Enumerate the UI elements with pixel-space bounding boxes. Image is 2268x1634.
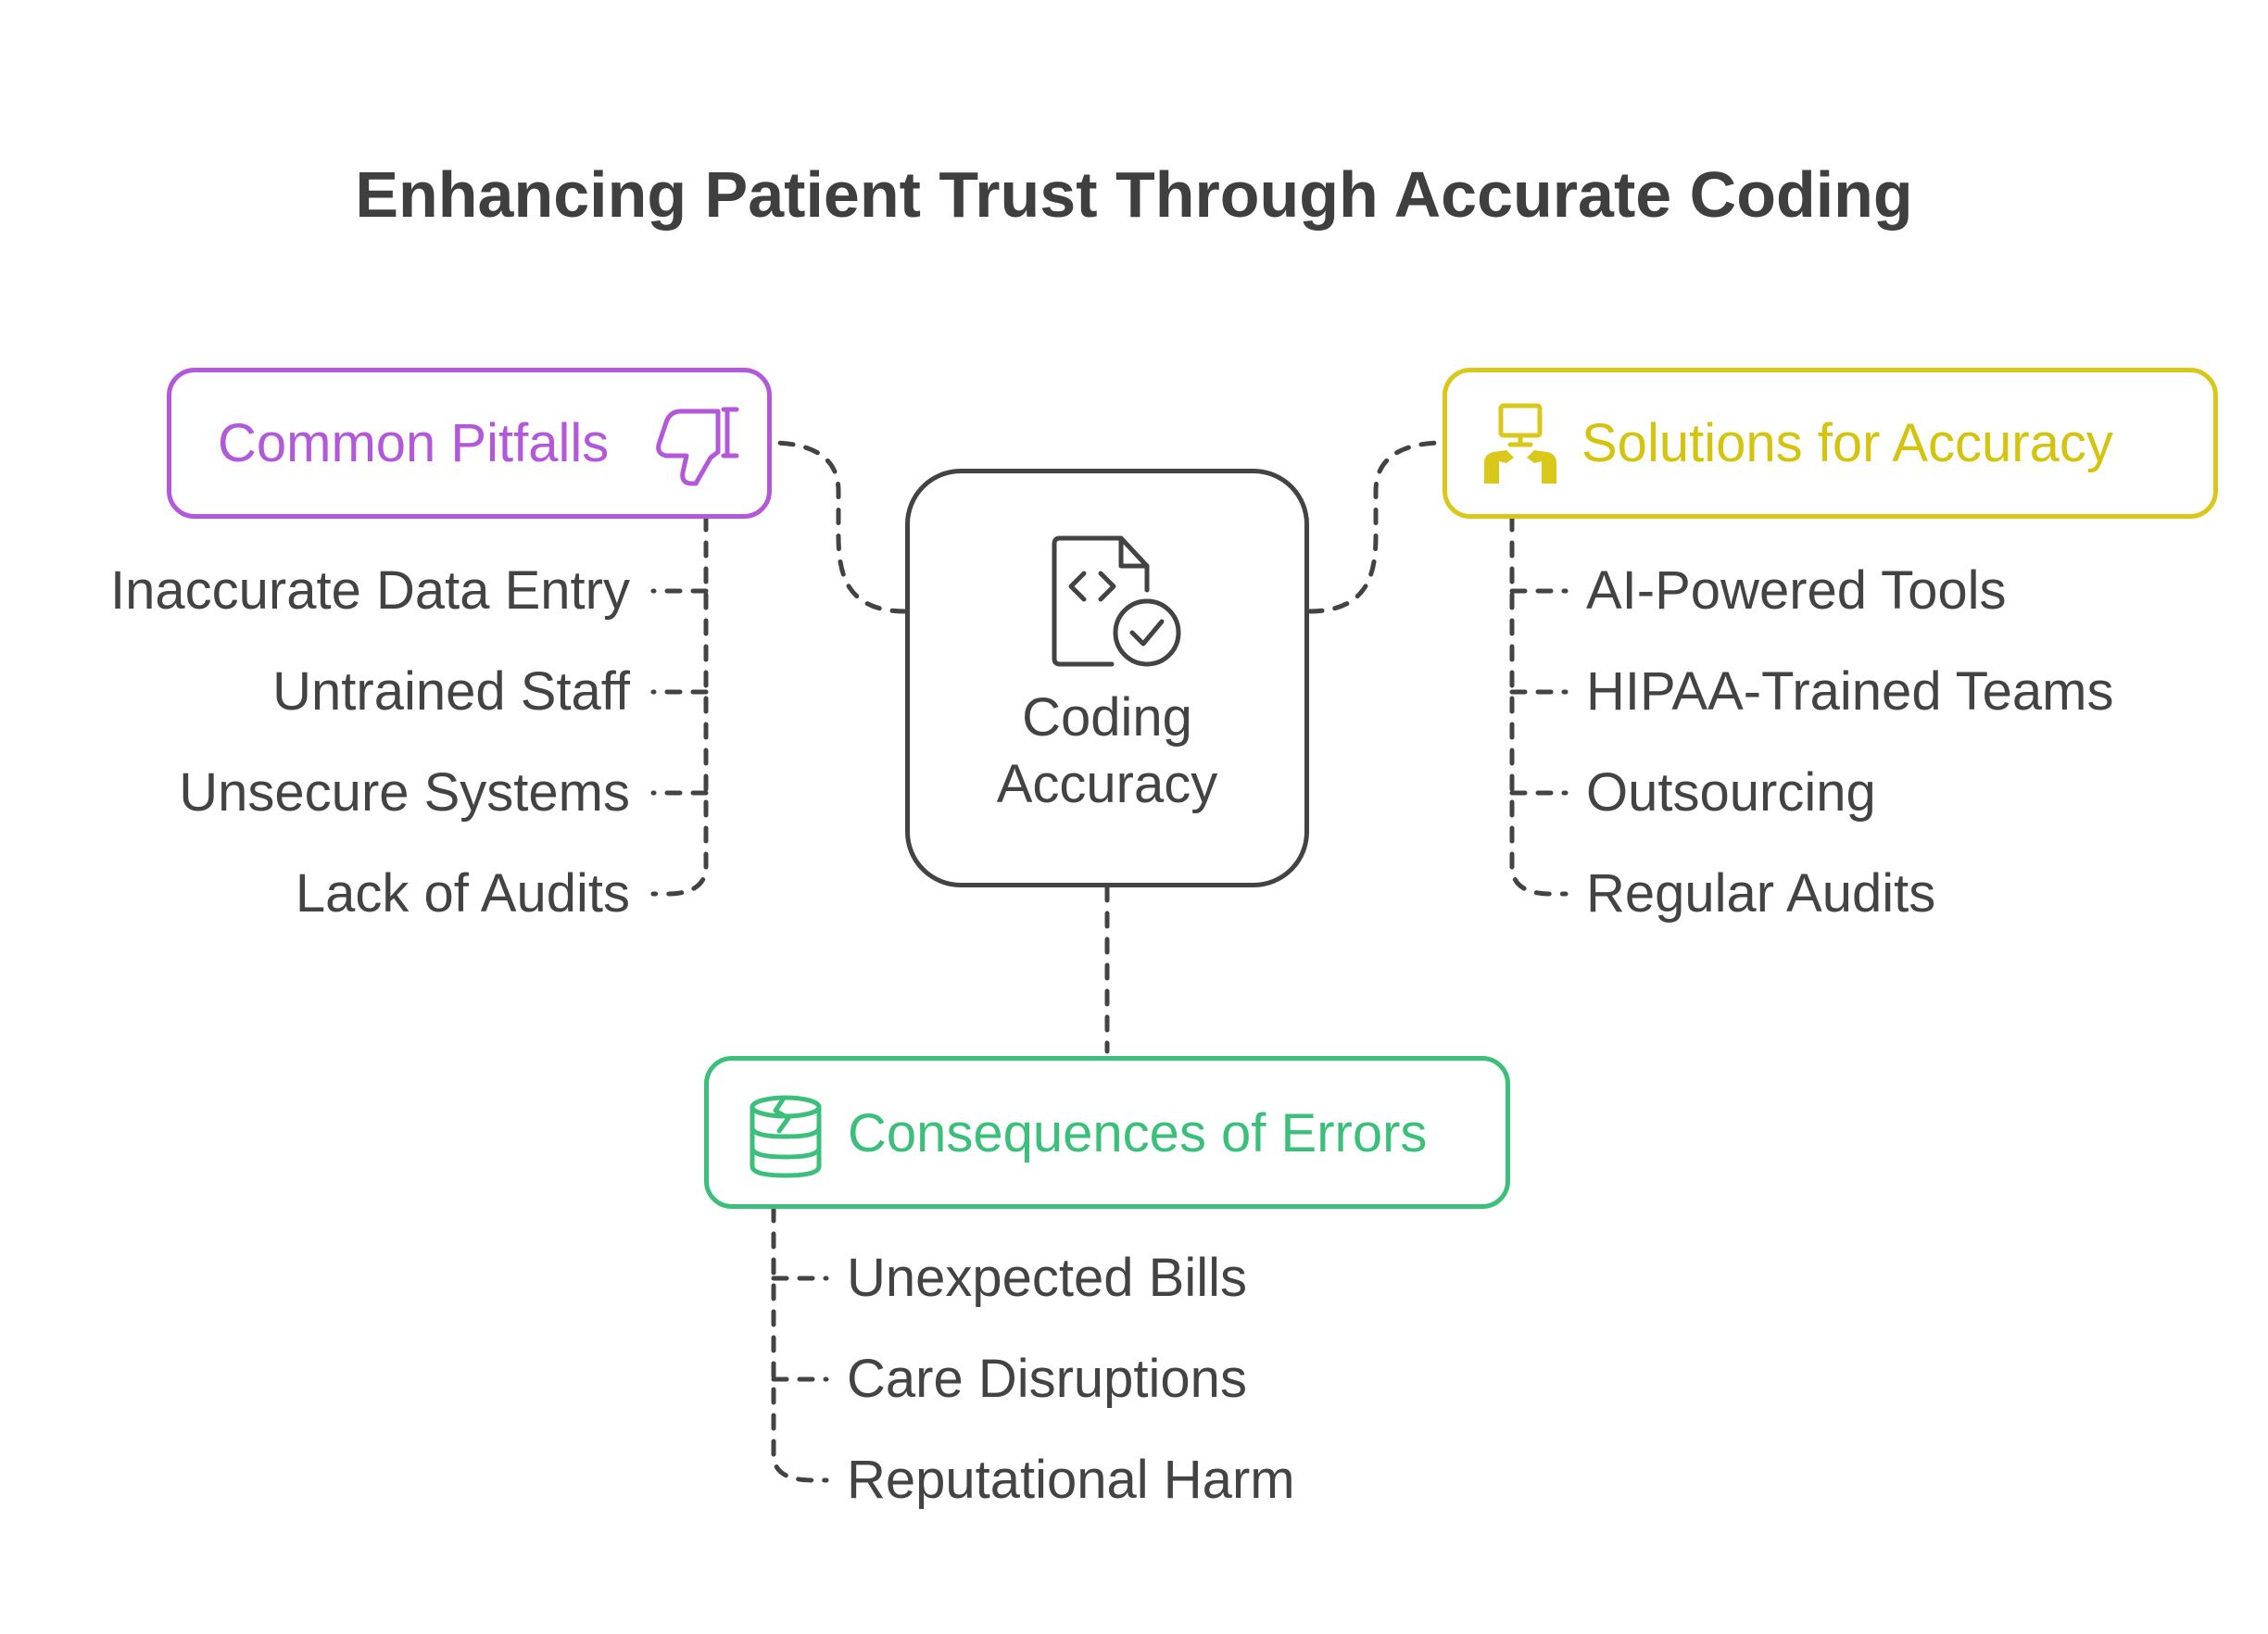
consequence-item: Unexpected Bills	[847, 1248, 1247, 1308]
center-node-coding-accuracy: Coding Accuracy	[905, 469, 1309, 887]
solution-item: Regular Audits	[1586, 863, 1936, 924]
page-title: Enhancing Patient Trust Through Accurate…	[355, 158, 1913, 231]
thumbs-down-icon	[656, 407, 739, 486]
connector-pitfalls-trunk	[650, 514, 709, 897]
solution-item: HIPAA-Trained Teams	[1586, 661, 2114, 722]
center-label-line-2: Accuracy	[996, 754, 1218, 814]
center-label-line-1: Coding	[1022, 687, 1192, 748]
pitfall-item: Lack of Audits	[295, 863, 630, 924]
solutions-node: Solutions for Accuracy	[1443, 368, 2218, 519]
consequence-item: Care Disruptions	[847, 1349, 1247, 1409]
connector-solutions-trunk	[1509, 514, 1569, 897]
consequence-item: Reputational Harm	[847, 1450, 1295, 1510]
consequences-label: Consequences of Errors	[848, 1103, 1428, 1163]
pitfall-item: Unsecure Systems	[179, 762, 630, 823]
pitfall-item: Inaccurate Data Entry	[110, 560, 630, 621]
broken-database-icon	[750, 1095, 822, 1178]
pitfalls-node: Common Pitfalls	[167, 368, 772, 519]
code-file-check-icon	[1052, 535, 1181, 667]
solution-item: Outsourcing	[1586, 762, 1876, 823]
pitfall-item: Untrained Staff	[272, 661, 630, 722]
connector-consequences-trunk	[771, 1205, 829, 1483]
pitfalls-label: Common Pitfalls	[218, 413, 610, 473]
consequences-node: Consequences of Errors	[704, 1056, 1510, 1209]
connector-center-solutions	[1306, 440, 1445, 614]
robot-arms-computer-icon	[1484, 403, 1556, 484]
solution-item: AI-Powered Tools	[1586, 560, 2007, 621]
connector-center-pitfalls	[769, 440, 908, 614]
solutions-label: Solutions for Accuracy	[1581, 413, 2113, 473]
center-node-label: Coding Accuracy	[910, 685, 1304, 818]
